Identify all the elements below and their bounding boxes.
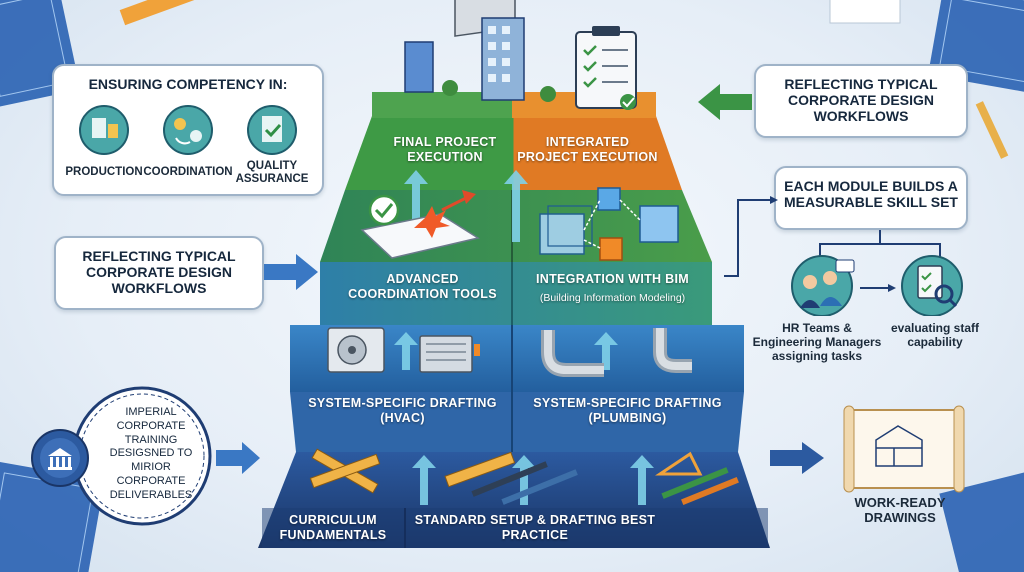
hr-team-icon bbox=[791, 255, 855, 316]
bim-model-icon bbox=[539, 187, 679, 261]
competency-item-label: QUALITY ASSURANCE bbox=[235, 160, 309, 186]
modules-title: EACH MODULE BUILDS A MEASURABLE SKILL SE… bbox=[784, 178, 958, 211]
competency-item-label: COORDINATION bbox=[143, 166, 233, 178]
evaluation-clipboard-icon bbox=[901, 255, 963, 316]
seal-text: IMPERIAL CORPORATE TRAINING DESIGSNED TO… bbox=[109, 406, 193, 501]
level5-right-label: INTEGRATED PROJECT EXECUTION bbox=[517, 135, 658, 164]
competency-icons bbox=[79, 105, 297, 155]
left-workflow-text: REFLECTING TYPICAL CORPORATE DESIGN WORK… bbox=[82, 248, 236, 297]
level1-right-label: STANDARD SETUP & DRAFTING BEST PRACTICE bbox=[414, 513, 656, 542]
pencil-icon bbox=[975, 101, 1009, 159]
production-icon bbox=[79, 105, 129, 155]
right-workflow-card: REFLECTING TYPICAL CORPORATE DESIGN WORK… bbox=[754, 64, 968, 138]
output-label: WORK-READY DRAWINGS bbox=[854, 495, 946, 525]
level4-right-label: INTEGRATION WITH BIM bbox=[536, 272, 689, 286]
coordination-icon bbox=[163, 105, 213, 155]
blueprint-sheet-icon bbox=[939, 469, 1024, 572]
level1-left-label: CURRICULUM FUNDAMENTALS bbox=[279, 513, 387, 542]
level4-left-label: ADVANCED COORDINATION TOOLS bbox=[348, 272, 497, 301]
city-building-icon bbox=[404, 0, 556, 102]
up-arrow-icon bbox=[394, 170, 654, 505]
paper-sheet-icon bbox=[829, 0, 901, 24]
pyramid-level-5 bbox=[345, 116, 682, 190]
module-connector bbox=[724, 196, 778, 277]
modules-card: EACH MODULE BUILDS A MEASURABLE SKILL SE… bbox=[774, 166, 968, 230]
drafting-tools-icon bbox=[309, 448, 739, 506]
hr-label: HR Teams & Engineering Managers assignin… bbox=[752, 321, 882, 363]
evaluation-label: evaluating staff capability bbox=[890, 321, 980, 349]
checklist-clipboard-icon bbox=[575, 26, 637, 110]
level5-left-label: FINAL PROJECT EXECUTION bbox=[393, 135, 497, 164]
level3-right-label: SYSTEM-SPECIFIC DRAFTING (PLUMBING) bbox=[533, 396, 722, 425]
arrow-left-icon bbox=[698, 84, 752, 120]
competency-card: ENSURING COMPETENCY IN: PRODUCTION COORD… bbox=[52, 64, 324, 196]
competency-title: ENSURING COMPETENCY IN: bbox=[88, 76, 288, 92]
seal-emblem-icon bbox=[31, 429, 89, 487]
level3-left-label: SYSTEM-SPECIFIC DRAFTING (HVAC) bbox=[308, 396, 497, 425]
quality-assurance-icon bbox=[247, 105, 297, 155]
arrow-right-icon bbox=[770, 442, 824, 474]
pyramid-level-4 bbox=[320, 262, 712, 325]
plumbing-pipe-icon bbox=[541, 328, 692, 377]
left-workflow-card: REFLECTING TYPICAL CORPORATE DESIGN WORK… bbox=[54, 236, 264, 310]
ruler-icon bbox=[119, 0, 201, 26]
right-workflow-text: REFLECTING TYPICAL CORPORATE DESIGN WORK… bbox=[784, 76, 938, 125]
arrow-right-icon bbox=[264, 254, 318, 290]
level4-right-sublabel: (Building Information Modeling) bbox=[539, 292, 686, 304]
work-drawing-icon bbox=[843, 405, 965, 493]
pyramid-level-2 bbox=[290, 392, 744, 452]
competency-item-label: PRODUCTION bbox=[65, 166, 143, 178]
clash-detection-icon bbox=[360, 190, 480, 259]
module-branch bbox=[819, 230, 941, 292]
arrow-right-icon bbox=[216, 442, 260, 474]
hvac-unit-icon bbox=[327, 327, 480, 373]
pyramid-level-1-footer bbox=[262, 508, 768, 548]
